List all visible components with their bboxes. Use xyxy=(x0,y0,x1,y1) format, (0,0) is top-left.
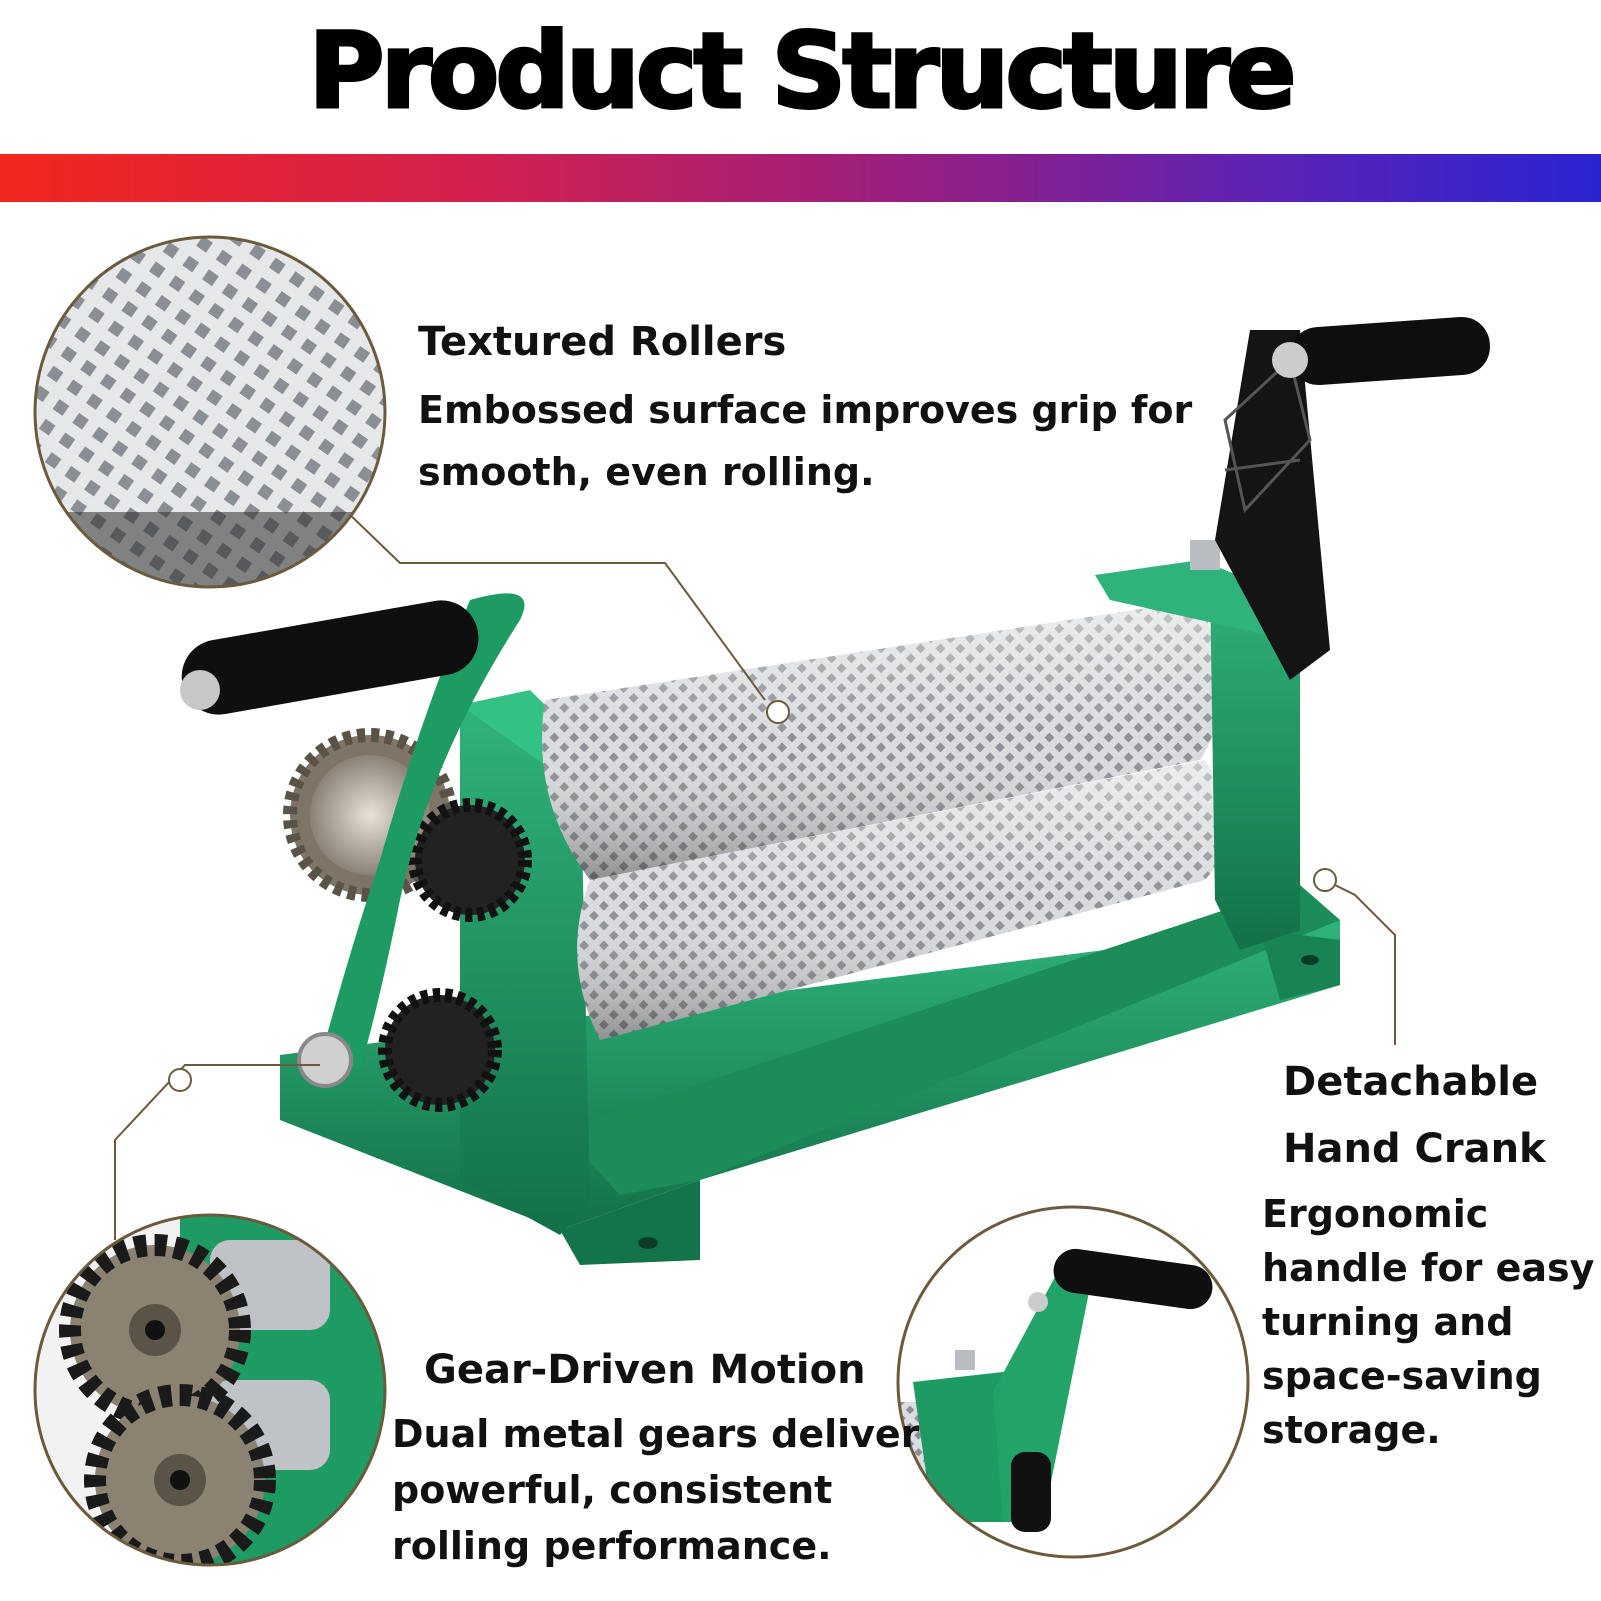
roller-texture-closeup xyxy=(33,235,387,589)
crank-desc-line2: handle for easy xyxy=(1262,1246,1595,1290)
crank-desc-line3: turning and xyxy=(1262,1300,1514,1344)
gears-desc-line2: powerful, consistent xyxy=(392,1468,833,1512)
crank-closeup xyxy=(896,1205,1250,1559)
crank-title-line2: Hand Crank xyxy=(1283,1126,1546,1172)
rear-crank xyxy=(1215,316,1490,680)
rollers-desc-line1: Embossed surface improves grip for xyxy=(418,388,1193,432)
crank-desc-line4: space-saving xyxy=(1262,1354,1542,1398)
rollers xyxy=(542,600,1228,1040)
gear-closeup xyxy=(33,1213,387,1567)
crank-desc-line1: Ergonomic xyxy=(1262,1192,1489,1236)
crank-desc-line5: storage. xyxy=(1262,1408,1441,1452)
gears-title: Gear-Driven Motion xyxy=(424,1347,866,1393)
crank-title-line1: Detachable xyxy=(1283,1059,1539,1105)
front-crank xyxy=(180,593,525,1088)
leader-lines xyxy=(114,509,1396,1240)
gradient-divider xyxy=(0,154,1601,202)
page-title: Product Structure xyxy=(307,9,1298,134)
rollers-desc-line2: smooth, even rolling. xyxy=(418,450,875,494)
rollers-title: Textured Rollers xyxy=(418,319,787,365)
gears-desc-line1: Dual metal gears deliver xyxy=(392,1412,920,1456)
gears-desc-line3: rolling performance. xyxy=(392,1524,832,1568)
